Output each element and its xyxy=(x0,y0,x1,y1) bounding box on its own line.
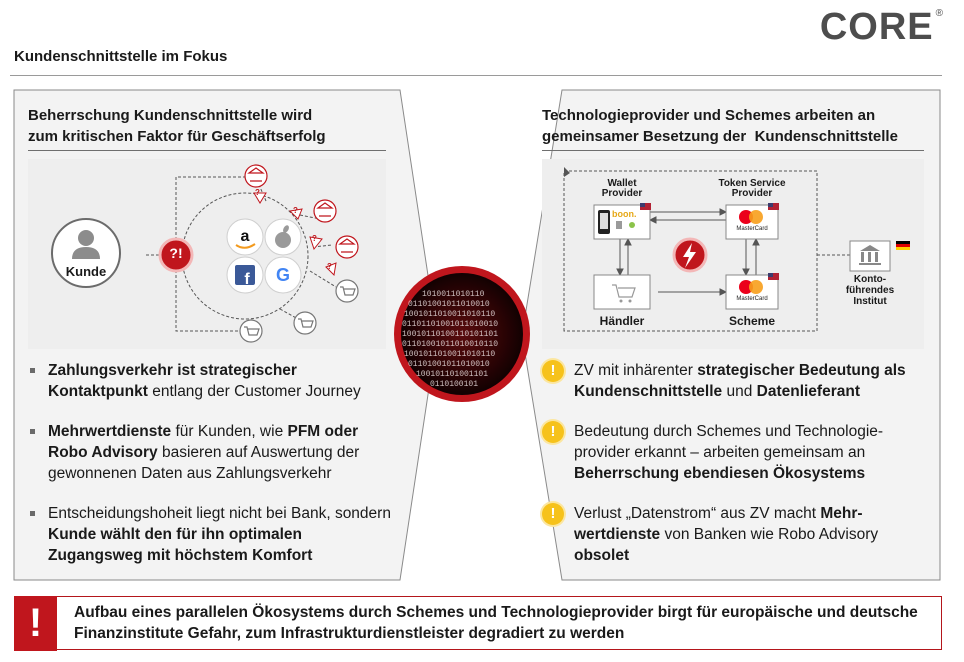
question-mark: ? xyxy=(255,188,260,197)
svg-text:10010110100110101101: 10010110100110101101 xyxy=(402,330,498,339)
core-logo: CORE® xyxy=(819,6,944,48)
left-heading: Beherrschung Kundenschnittstelle wird zu… xyxy=(28,107,326,145)
customer-label: Kunde xyxy=(65,264,107,279)
left-bullet: Entscheidungshoheit liegt nicht bei Bank… xyxy=(28,503,398,566)
merchant-label: Händler xyxy=(599,314,645,328)
warning-icon: ! xyxy=(542,360,564,382)
warning-icon: ! xyxy=(542,421,564,443)
scheme-node xyxy=(725,273,779,310)
bank-icon xyxy=(313,199,337,223)
svg-text:1001011010011010110: 1001011010011010110 xyxy=(404,350,495,359)
bank-icon xyxy=(335,235,359,259)
right-bullet-list: !ZV mit inhärenter strategischer Bedeutu… xyxy=(542,360,934,585)
svg-text:1001011010011010110: 1001011010011010110 xyxy=(404,310,495,319)
bank-icon xyxy=(244,164,268,188)
left-bullet-list: Zahlungsverkehr ist strategischer Kontak… xyxy=(28,360,398,585)
svg-text:01101001011010010: 01101001011010010 xyxy=(408,300,490,309)
conclusion-text: Aufbau eines parallelen Ökosystems durch… xyxy=(74,604,918,642)
svg-text:G: G xyxy=(276,265,290,285)
question-badge-label: ?! xyxy=(169,245,183,261)
bank-node xyxy=(849,240,910,272)
question-mark: ? xyxy=(312,234,317,243)
svg-text:f: f xyxy=(244,271,250,288)
facebook-icon: f xyxy=(226,256,264,294)
right-bullet: !Verlust „Datenstrom“ aus ZV macht Mehr-… xyxy=(542,503,934,566)
page-title: Kundenschnittstelle im Fokus xyxy=(14,48,228,65)
scheme-label: Scheme xyxy=(728,314,776,328)
svg-text:0110100101: 0110100101 xyxy=(430,380,478,389)
apple-icon xyxy=(264,218,302,256)
merchant-node xyxy=(593,274,651,310)
question-mark: ? xyxy=(293,206,298,215)
svg-text:a: a xyxy=(241,228,250,245)
google-icon: G xyxy=(264,256,302,294)
svg-text:01101001011010010110: 01101001011010010110 xyxy=(402,340,498,349)
amazon-icon: a xyxy=(226,218,264,256)
question-mark: ? xyxy=(327,262,332,271)
right-bullet: !ZV mit inhärenter strategischer Bedeutu… xyxy=(542,360,934,402)
title-divider xyxy=(10,75,942,76)
binary-disc: 1010011010110 01101001011010010 10010110… xyxy=(394,266,530,402)
right-bullet: !Bedeutung durch Schemes und Technologie… xyxy=(542,421,934,484)
lightning-icon xyxy=(672,237,708,273)
cart-icon xyxy=(293,311,317,335)
left-bullet: Mehrwertdienste für Kunden, wie PFM oder… xyxy=(28,421,398,484)
cart-icon xyxy=(335,279,359,303)
exclamation-icon: ! xyxy=(14,596,57,651)
question-badge-icon xyxy=(158,237,194,273)
mastercard-label: MasterCard xyxy=(736,296,768,302)
left-heading-rule xyxy=(28,150,386,151)
left-bullet: Zahlungsverkehr ist strategischer Kontak… xyxy=(28,360,398,402)
mastercard-label: MasterCard xyxy=(736,226,768,232)
svg-text:01101001011010010: 01101001011010010 xyxy=(408,360,490,369)
svg-text:100101101001101: 100101101001101 xyxy=(416,370,488,379)
payment-ecosystem-diagram xyxy=(563,167,910,332)
wallet-provider-node xyxy=(593,203,651,240)
cart-icon xyxy=(239,319,263,343)
customer-ecosystem-diagram: a f G xyxy=(51,164,359,343)
wallet-brand: boon. xyxy=(612,209,637,219)
customer-avatar xyxy=(51,218,121,288)
right-heading: Technologieprovider und Schemes arbeiten… xyxy=(542,107,898,145)
svg-text:1010011010110: 1010011010110 xyxy=(422,290,485,299)
warning-icon: ! xyxy=(542,503,564,525)
token-service-provider-node xyxy=(725,203,779,240)
svg-text:01101101001011010010: 01101101001011010010 xyxy=(402,320,498,329)
left-diagram: a f G xyxy=(28,159,386,349)
right-heading-rule xyxy=(542,150,924,151)
